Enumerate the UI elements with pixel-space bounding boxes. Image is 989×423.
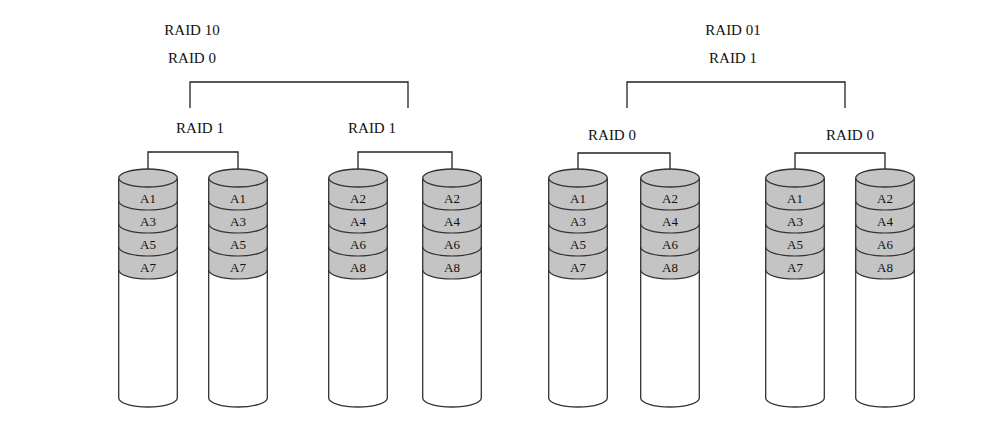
data-block: A3	[765, 214, 825, 230]
data-block: A1	[118, 191, 178, 207]
data-block: A8	[328, 260, 388, 276]
raid-level-label: RAID 1	[176, 120, 224, 137]
data-block: A3	[548, 214, 608, 230]
data-block: A5	[118, 237, 178, 253]
data-block: A4	[640, 214, 700, 230]
data-block: A6	[640, 237, 700, 253]
data-block: A4	[328, 214, 388, 230]
data-block: A6	[855, 237, 915, 253]
raid-level-label: RAID 1	[348, 120, 396, 137]
data-block: A4	[855, 214, 915, 230]
data-block: A8	[640, 260, 700, 276]
data-block: A1	[548, 191, 608, 207]
disk: A1A3A5A7	[118, 168, 178, 410]
data-block: A2	[855, 191, 915, 207]
disk: A1A3A5A7	[765, 168, 825, 410]
disk: A2A4A6A8	[855, 168, 915, 410]
disk: A1A3A5A7	[208, 168, 268, 410]
data-block: A3	[208, 214, 268, 230]
raid-level-label: RAID 1	[709, 50, 757, 67]
data-block: A2	[422, 191, 482, 207]
data-block: A5	[208, 237, 268, 253]
data-block: A3	[118, 214, 178, 230]
data-block: A2	[328, 191, 388, 207]
disk: A2A4A6A8	[328, 168, 388, 410]
data-block: A7	[208, 260, 268, 276]
data-block: A1	[765, 191, 825, 207]
disk: A2A4A6A8	[640, 168, 700, 410]
raid-level-label: RAID 0	[588, 127, 636, 144]
data-block: A2	[640, 191, 700, 207]
raid-level-label: RAID 10	[164, 22, 219, 39]
data-block: A6	[328, 237, 388, 253]
data-block: A8	[422, 260, 482, 276]
data-block: A5	[548, 237, 608, 253]
raid-level-label: RAID 0	[168, 50, 216, 67]
data-block: A7	[118, 260, 178, 276]
data-block: A8	[855, 260, 915, 276]
data-block: A5	[765, 237, 825, 253]
raid-level-label: RAID 01	[705, 22, 760, 39]
data-block: A1	[208, 191, 268, 207]
data-block: A7	[765, 260, 825, 276]
data-block: A7	[548, 260, 608, 276]
data-block: A6	[422, 237, 482, 253]
raid-level-label: RAID 0	[826, 127, 874, 144]
data-block: A4	[422, 214, 482, 230]
disk: A2A4A6A8	[422, 168, 482, 410]
disk: A1A3A5A7	[548, 168, 608, 410]
